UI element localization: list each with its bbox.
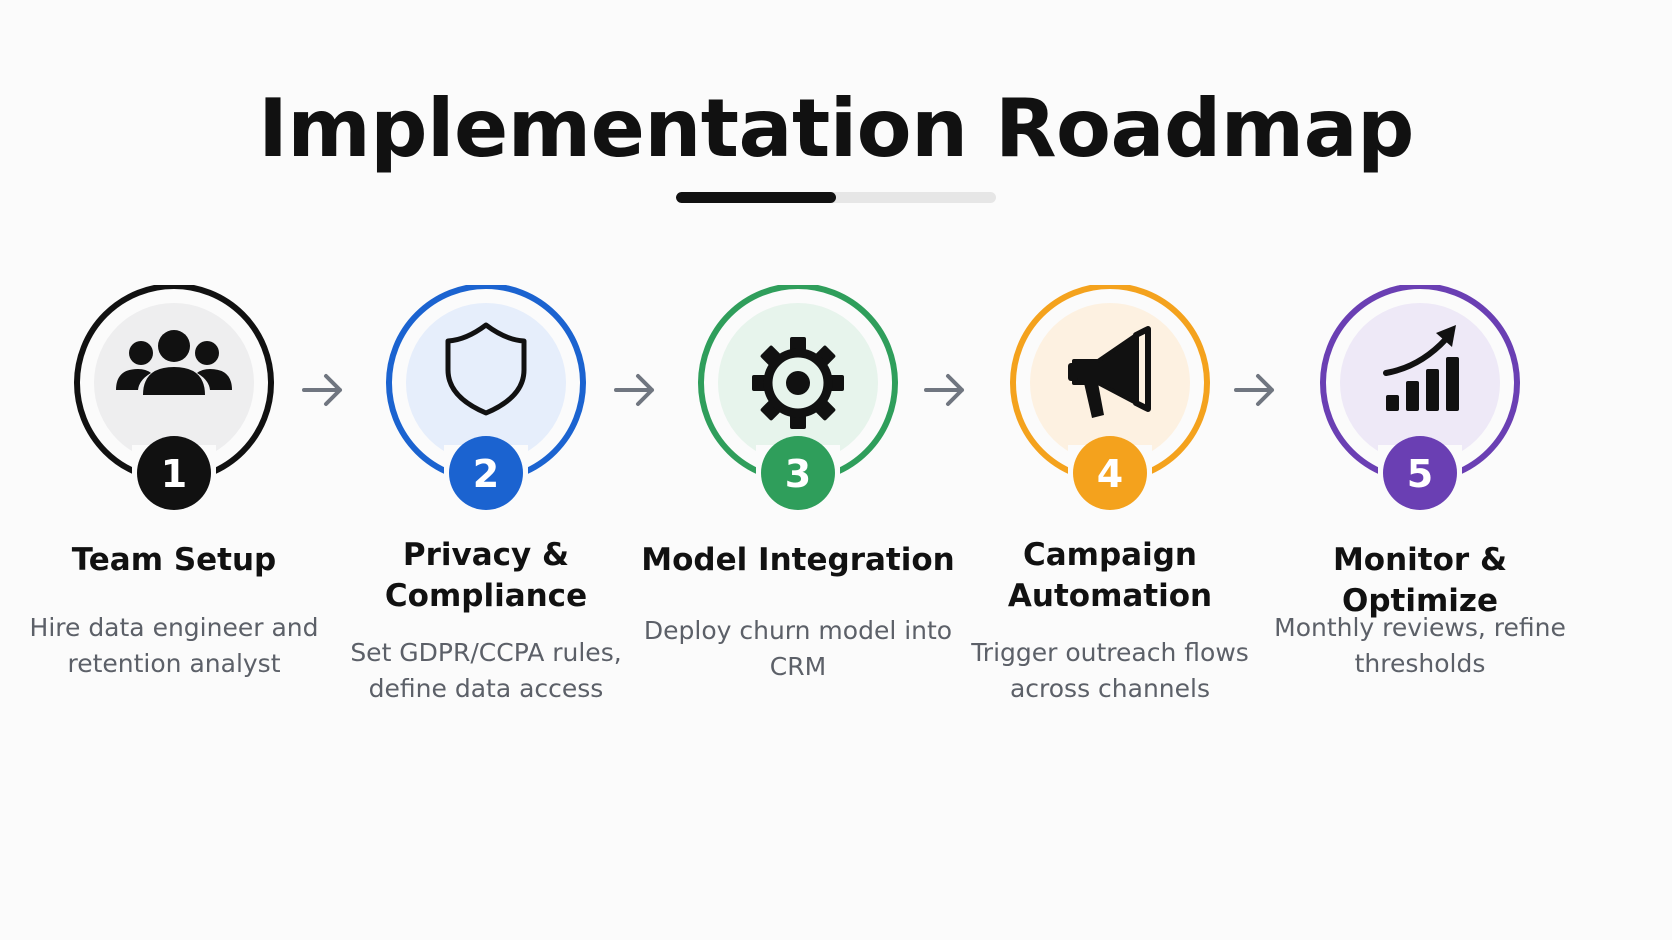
step-3-number: 3 (785, 452, 811, 496)
growth-chart-icon (1383, 325, 1459, 411)
step-1-description: Hire data engineer and retention analyst (29, 613, 319, 678)
step-4-description: Trigger outreach flows across channels (971, 638, 1249, 703)
step-5-description: Monthly reviews, refine thresholds (1274, 613, 1566, 678)
step-3-ring: 3 (698, 285, 898, 510)
step-3-title: Model Integration (641, 542, 955, 578)
roadmap-title: Implementation Roadmap (258, 82, 1414, 175)
step-5-title: Monitor & Optimize (1332, 542, 1508, 619)
title-underline (676, 192, 996, 203)
title-underline-fill (676, 192, 836, 203)
step-1-ring: 1 (74, 285, 274, 510)
step-4-number: 4 (1097, 452, 1123, 496)
step-4-title: Campaign Automation (1007, 537, 1213, 614)
gear-icon (752, 337, 844, 429)
step-2-ring: 2 (386, 285, 586, 510)
arrow-2-to-3-icon (614, 374, 654, 406)
megaphone-icon (1068, 326, 1151, 418)
arrow-1-to-2-icon (302, 374, 342, 406)
step-2-number: 2 (473, 452, 499, 496)
step-1-title: Team Setup (71, 542, 277, 578)
step-5-number: 5 (1407, 452, 1433, 496)
step-5-ring: 5 (1320, 285, 1520, 510)
shield-icon (445, 322, 527, 416)
step-3-description: Deploy churn model into CRM (643, 616, 953, 681)
step-2-description: Set GDPR/CCPA rules, define data access (350, 638, 622, 703)
step-1-number: 1 (161, 452, 187, 496)
arrow-3-to-4-icon (924, 374, 964, 406)
arrow-4-to-5-icon (1234, 374, 1274, 406)
step-4-ring: 4 (1010, 285, 1210, 510)
step-2-title: Privacy & Compliance (384, 537, 588, 614)
team-icon (116, 330, 232, 395)
